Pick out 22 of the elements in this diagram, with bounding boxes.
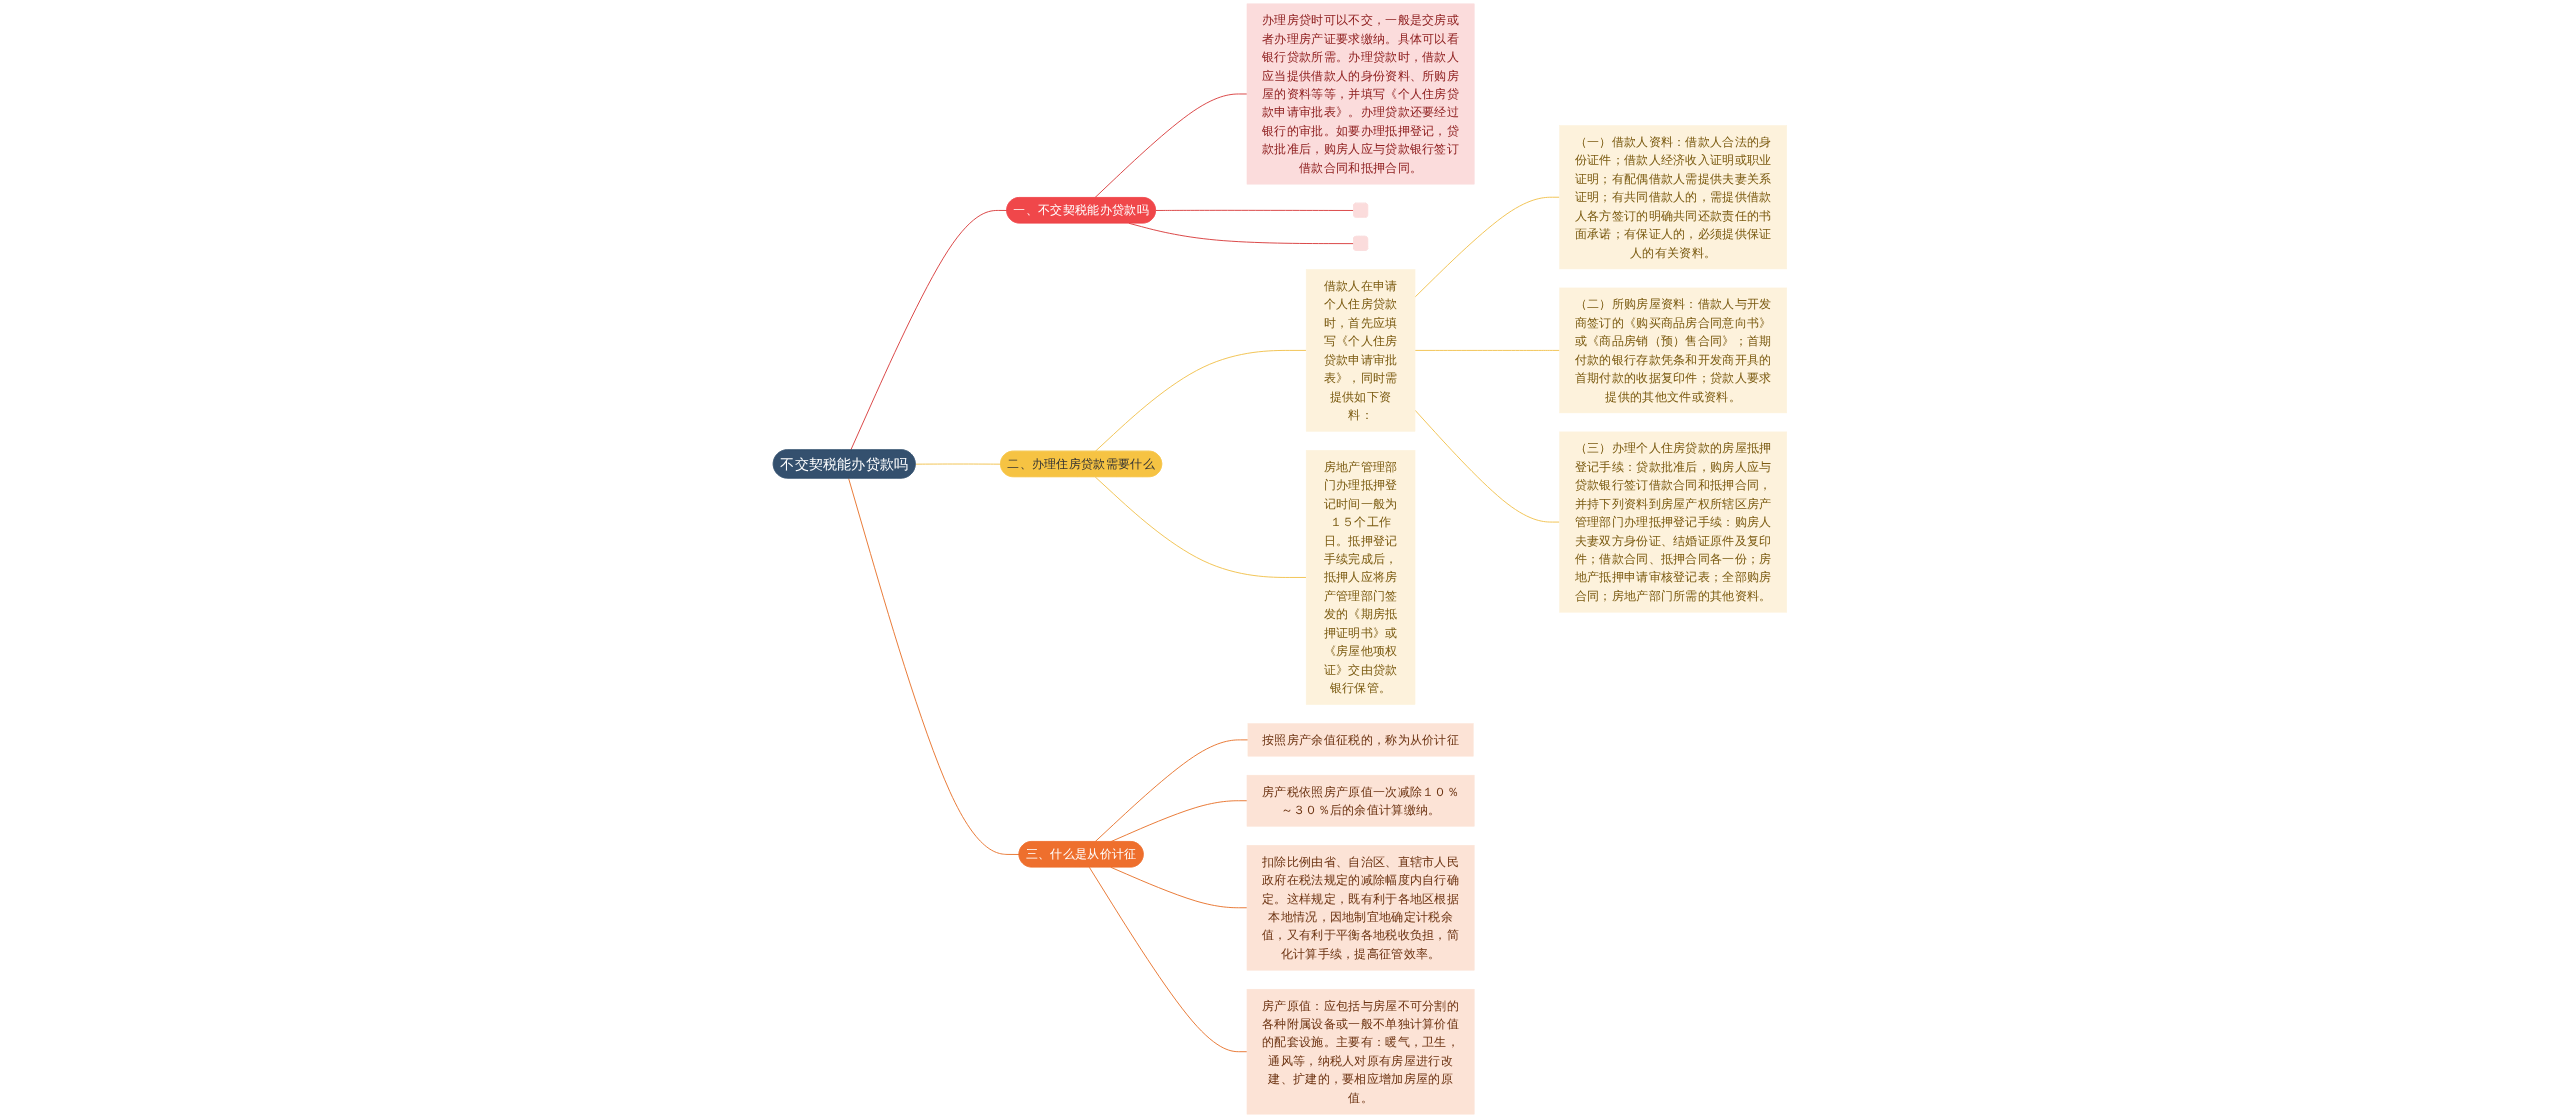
connector [850,209,1008,451]
connector [1094,476,1307,578]
node-box: 房地产管理部门办理抵押登记时间一般为１５个工作日。抵押登记手续完成后，抵押人应将房产管理部门签发的《期房抵押证明书》或《房屋他项权证》交由贷款银行保管。 [1305,450,1416,705]
connector [848,477,1020,855]
connector [1414,409,1560,523]
node-box: 办理房贷时可以不交，一般是交房或者办理房产证要求缴纳。具体可以看银行贷款所需。办理贷款时，借款人应当提供借款人的身份资料、所购房屋的资料等等，并填写《个人住房贷款申请审批表》。办理贷款还要经过银行的审批。如要办理抵押登记，贷款批准后，购房人应与贷款银行签订借款合同和抵押合同。 [1246,3,1475,185]
connector [1414,196,1560,298]
connector [915,463,1002,465]
connector [1414,349,1560,351]
connector [1155,209,1355,211]
node-box: 扣除比例由省、自治区、直辖市人民政府在税法规定的减除幅度内自行确定。这样规定，既有利于各地区根据本地情况，因地制宜地确定计税余值，又有利于平衡各地税收负担，简化计算手续，提高征管效率。 [1246,845,1475,971]
connector [1094,93,1248,199]
connector [1088,866,1248,1053]
node-box: （二）所购房屋资料：借款人与开发商签订的《购买商品房合同意向书》或《商品房销（预）售合同》；首期付款的银行存款凭条和开发商开具的首期付款的收据复印件；贷款人要求提供的其他文件或资料。 [1559,287,1787,414]
connector [1094,349,1307,452]
node-box: 房产税依照房产原值一次减除１０％～３０％后的余值计算缴纳。 [1246,774,1475,827]
node-box: （三）办理个人住房贷款的房屋抵押登记手续：贷款批准后，购房人应与贷款银行签订借款合同和抵押合同，并持下列资料到房屋产权所辖区房产管理部门办理抵押登记手续：购房人夫妻双方身份证、结婚证原件及复印件；借款合同、抵押合同各一份；房地产抵押申请审核登记表；全部购房合同；房地产部门所需的其他资料。 [1559,431,1787,613]
node-box: （一）借款人资料：借款人合法的身份证件；借款人经济收入证明或职业证明；有配偶借款人需提供夫妻关系证明；有共同借款人的，需提供借款人各方签订的明确共同还款责任的书面承诺；有保证人的，必须提供保证人的有关资料。 [1559,125,1787,270]
node-box: 按照房产余值征税的，称为从价计征 [1247,723,1474,757]
node-box: 房产原值：应包括与房屋不可分割的各种附属设备或一般不单独计算价值的配套设施。主要有：暖气，卫生，通风等，纳税人对原有房屋进行改建、扩建的，要相应增加房屋的原值。 [1246,988,1475,1115]
node-box: 借款人在申请个人住房贷款时，首先应填写《个人住房贷款申请审批表》，同时需提供如下资料： [1305,269,1416,432]
connector [1094,739,1249,843]
